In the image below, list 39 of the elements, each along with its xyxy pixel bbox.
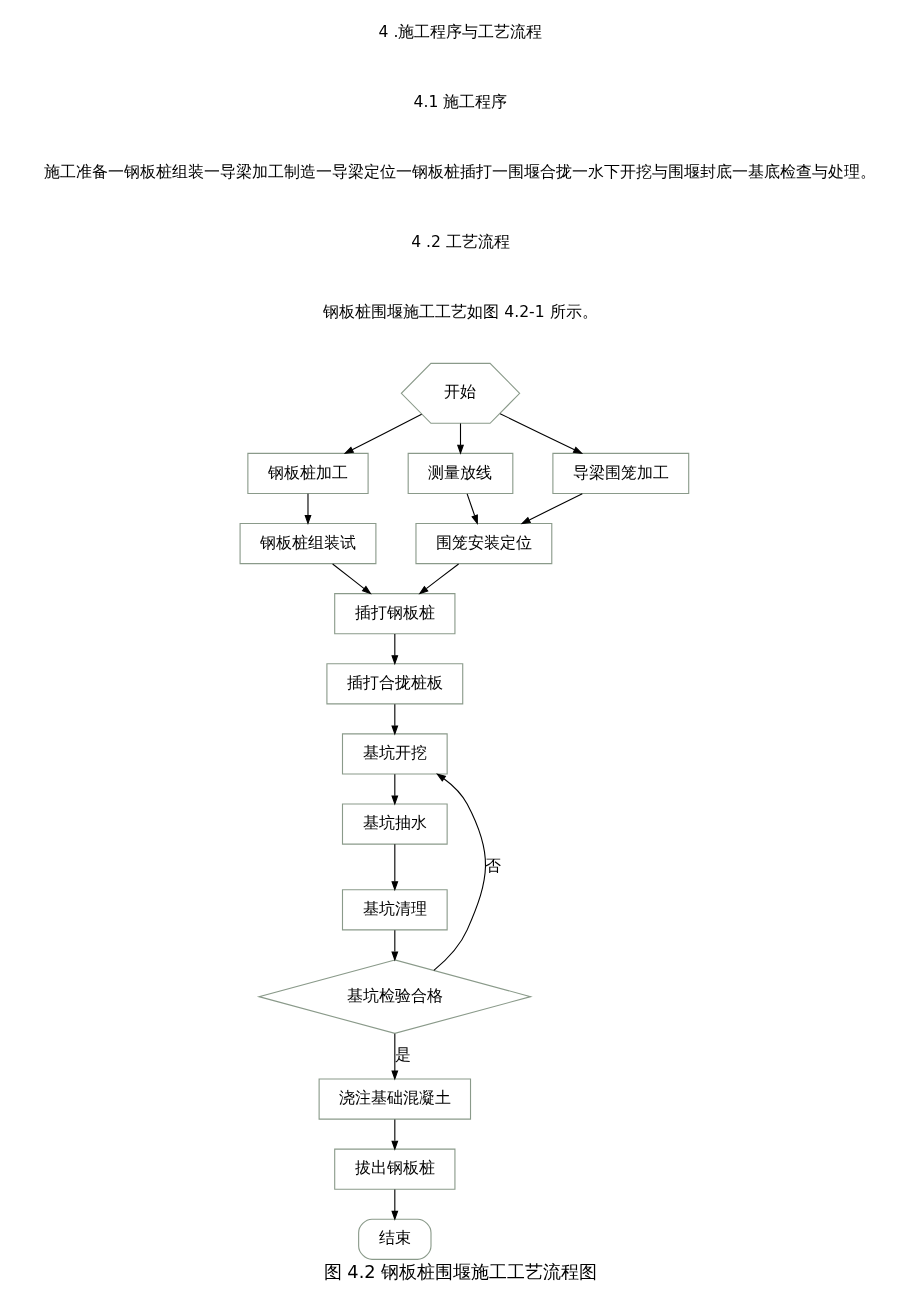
caption: 图 4.2 钢板桩围堰施工工艺流程图 xyxy=(323,1261,597,1283)
label: 钢板桩围堰施工工艺如图 4.2-1 所示。 xyxy=(322,303,598,322)
arrow xyxy=(456,422,464,455)
node-box: 钢板桩加工 xyxy=(246,452,369,495)
label: 4.1 施工程序 xyxy=(413,92,507,111)
node-box: 测量放线 xyxy=(407,452,513,495)
arrow xyxy=(390,1033,398,1081)
node-box: 浇注基础混凝土 xyxy=(318,1078,471,1120)
edge-label: 是 xyxy=(394,1046,411,1065)
arrow xyxy=(432,773,486,971)
node-box: 基坑开挖 xyxy=(341,733,448,775)
arrow xyxy=(390,703,398,736)
node-box: 导梁围笼加工 xyxy=(551,452,689,495)
arrow xyxy=(418,563,459,595)
arrow xyxy=(390,843,398,892)
node-box: 插打合拢桩板 xyxy=(325,663,463,705)
arrow xyxy=(343,413,422,455)
label: 4 .施工程序与工艺流程 xyxy=(378,22,542,41)
edge-label: 否 xyxy=(484,857,501,876)
arrow xyxy=(466,493,478,525)
node-diamond: 基坑检验合格 xyxy=(256,959,533,1034)
node-box: 结束 xyxy=(357,1218,432,1260)
node-box: 围笼安装定位 xyxy=(414,522,552,565)
node-box: 插打钢板桩 xyxy=(333,593,455,635)
label: 施工准备一钢板桩组装一导梁加工制造一导梁定位一钢板桩插打一围堰合拢一水下开挖与围堰封底一基底检查与处理。 xyxy=(44,163,876,182)
arrow xyxy=(331,563,372,595)
arrow xyxy=(390,633,398,666)
arrow xyxy=(390,1118,398,1151)
arrow xyxy=(499,413,583,455)
node-box: 拔出钢板桩 xyxy=(333,1148,455,1190)
node-box: 钢板桩组装试 xyxy=(239,522,376,565)
node-box: 基坑清理 xyxy=(341,889,448,931)
label: 4 .2 工艺流程 xyxy=(410,233,510,252)
arrow xyxy=(390,773,398,806)
arrow xyxy=(520,493,583,525)
arrow xyxy=(303,493,311,526)
node-box: 基坑抽水 xyxy=(341,803,448,845)
arrow xyxy=(390,1189,398,1221)
arrow xyxy=(390,929,398,962)
